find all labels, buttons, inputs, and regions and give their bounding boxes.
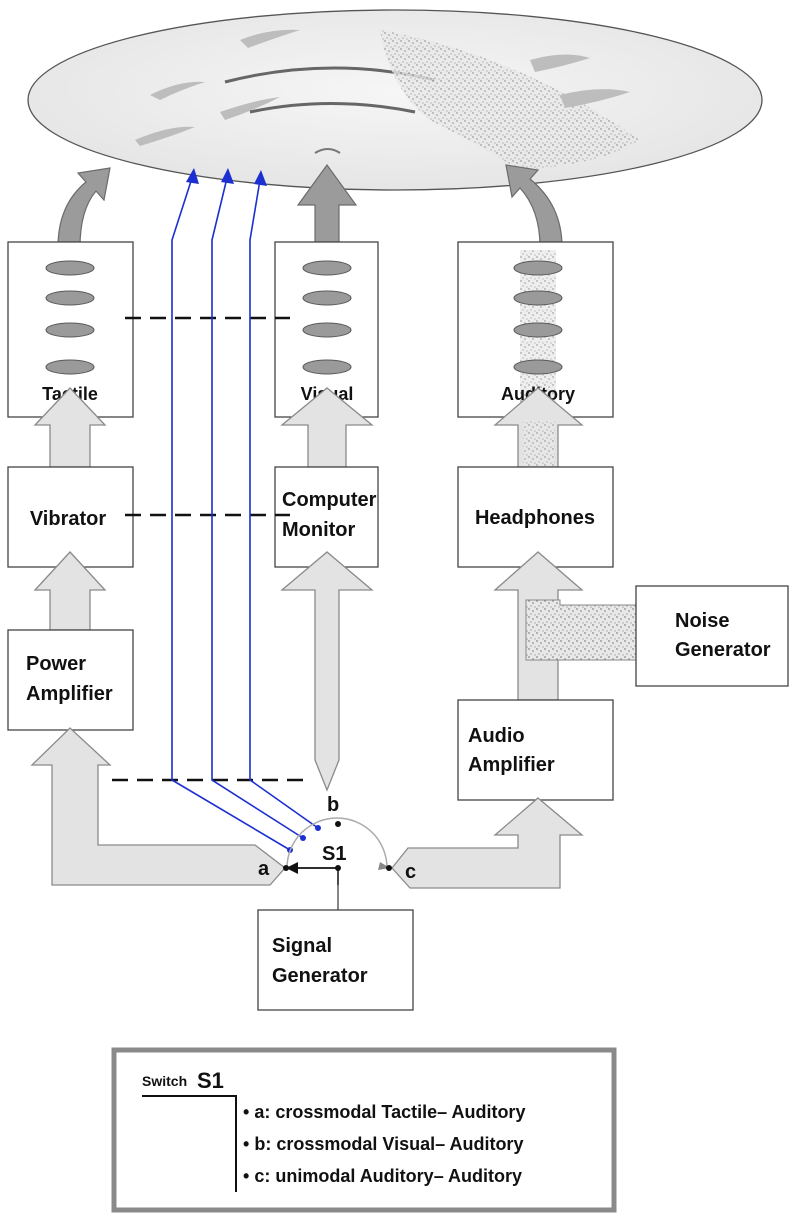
switch-b-to-monitor-arrow bbox=[280, 551, 374, 792]
monitor-label: Monitor bbox=[282, 519, 356, 541]
tactile-to-brain-arrow bbox=[57, 167, 111, 248]
monitor-to-visual-arrow bbox=[280, 387, 374, 468]
computer-label: Computer bbox=[282, 489, 377, 511]
noise-generator-box: Noise Generator bbox=[635, 585, 789, 687]
legend-title-switch: Switch bbox=[142, 1073, 187, 1089]
vibrator-label: Vibrator bbox=[30, 508, 107, 530]
audio-label: Audio bbox=[468, 725, 525, 747]
svg-text:• c: unimodal: • c: unimodal Auditory– Auditory bbox=[243, 1166, 522, 1186]
legend-item-c: • c: unimodal Auditory– Auditory bbox=[243, 1166, 522, 1186]
switch-a-to-power-amplifier-arrow bbox=[30, 727, 286, 886]
audio-amplifier-box: Audio Amplifier bbox=[457, 699, 614, 801]
legend-item-a: • a: crossmodal Tactile– Auditory bbox=[243, 1102, 525, 1122]
switch-s1: S1 a b c bbox=[258, 794, 416, 885]
auditory-to-brain-arrow bbox=[505, 164, 563, 248]
switch-s1-label: S1 bbox=[322, 843, 346, 865]
legend-item-b: • b: crossmodal Visual– Auditory bbox=[243, 1134, 523, 1154]
switch-c-to-audio-amplifier-arrow bbox=[391, 797, 584, 889]
amplifier-label: Amplifier bbox=[26, 683, 113, 705]
switch-pos-b-label: b bbox=[327, 794, 339, 816]
blue-feedback-lines bbox=[171, 168, 321, 853]
brain-ellipse bbox=[27, 9, 763, 191]
signal-label: Signal bbox=[272, 935, 332, 957]
headphones-box: Headphones bbox=[457, 466, 614, 568]
audio-amplifier-label: Amplifier bbox=[468, 754, 555, 776]
switch-legend: Switch S1 • a: crossmodal Tactile– Audit… bbox=[111, 1047, 617, 1213]
visual-to-brain-arrow bbox=[296, 163, 358, 248]
power-label: Power bbox=[26, 653, 86, 675]
auditory-modality-box: Auditory bbox=[457, 241, 614, 418]
signal-generator-label: Generator bbox=[272, 965, 368, 987]
power-amplifier-box: Power Amplifier bbox=[7, 629, 134, 731]
legend-title-s1: S1 bbox=[197, 1068, 224, 1093]
switch-pos-a-label: a bbox=[258, 858, 270, 880]
noise-label: Noise bbox=[675, 610, 729, 632]
amplifier-to-vibrator-arrow bbox=[33, 551, 107, 631]
generator-label: Generator bbox=[675, 639, 771, 661]
headphones-to-auditory-arrow bbox=[493, 387, 584, 470]
svg-text:• a: crossmoda: • a: crossmodal Tactile– Auditory bbox=[243, 1102, 525, 1122]
svg-text:• b: crossmoda: • b: crossmodal Visual– Auditory bbox=[243, 1134, 523, 1154]
vibrator-to-tactile-arrow bbox=[33, 387, 107, 468]
signal-generator-box: Signal Generator bbox=[257, 885, 414, 1011]
headphones-label: Headphones bbox=[475, 507, 595, 529]
computer-monitor-box: Computer Monitor bbox=[274, 466, 379, 568]
switch-pos-c-label: c bbox=[405, 861, 416, 883]
vibrator-box: Vibrator bbox=[7, 466, 134, 568]
